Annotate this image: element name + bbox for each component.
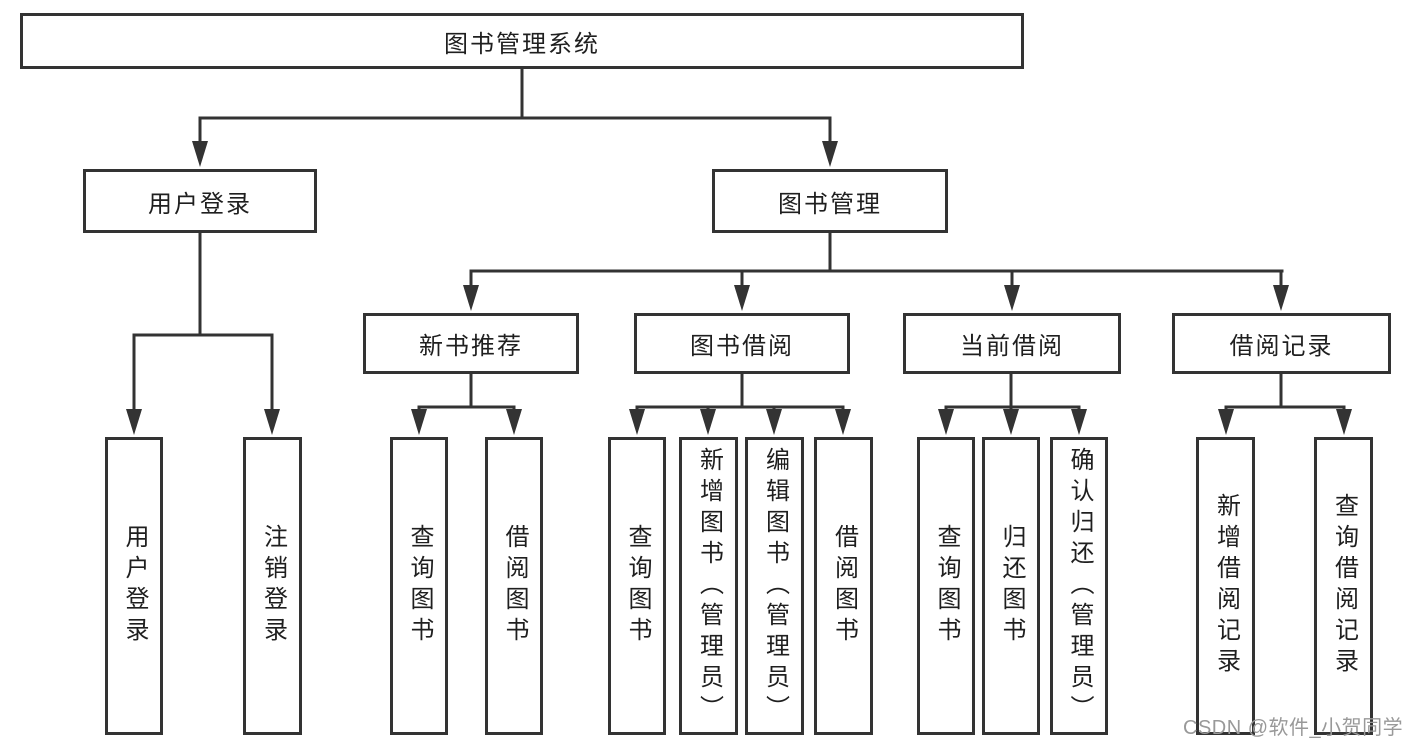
leaf-logout: 注销登录 [243, 437, 302, 735]
leaf-query-borrow-record: 查询借阅记录 [1314, 437, 1373, 735]
node-borrow-records: 借阅记录 [1172, 313, 1391, 374]
node-book-borrowing-label: 图书借阅 [690, 333, 794, 360]
node-book-management-label: 图书管理 [778, 190, 882, 218]
leaf-user-login: 用户登录 [105, 437, 163, 735]
arrowheads [126, 141, 1352, 435]
node-new-book-recommend: 新书推荐 [363, 313, 579, 374]
node-root-system: 图书管理系统 [20, 13, 1024, 69]
leaf-query-books-borrowing-label: 查询图书 [624, 524, 651, 648]
leaf-borrow-books-recommend-label: 借阅图书 [501, 524, 528, 648]
node-root-system-label: 图书管理系统 [444, 30, 600, 58]
leaf-query-borrow-record-label: 查询借阅记录 [1330, 493, 1358, 679]
leaf-borrow-books-borrowing-label: 借阅图书 [830, 524, 858, 648]
leaf-borrow-books-borrowing: 借阅图书 [814, 437, 873, 735]
leaf-query-books-current: 查询图书 [917, 437, 975, 735]
leaf-query-books-borrowing: 查询图书 [608, 437, 666, 735]
leaf-confirm-return-admin-label: 确认归还（管理员） [1066, 446, 1093, 726]
leaf-add-book-admin: 新增图书（管理员） [679, 437, 738, 735]
node-book-management: 图书管理 [712, 169, 948, 233]
leaf-return-book: 归还图书 [982, 437, 1040, 735]
leaf-query-books-recommend-label: 查询图书 [406, 524, 433, 648]
node-user-login-group-label: 用户登录 [148, 190, 252, 218]
leaf-add-borrow-record: 新增借阅记录 [1196, 437, 1255, 735]
leaf-logout-label: 注销登录 [259, 524, 287, 648]
leaf-borrow-books-recommend: 借阅图书 [485, 437, 543, 735]
leaf-query-books-current-label: 查询图书 [933, 524, 960, 648]
node-borrow-records-label: 借阅记录 [1229, 333, 1334, 360]
leaf-confirm-return-admin: 确认归还（管理员） [1050, 437, 1108, 735]
leaf-query-books-recommend: 查询图书 [390, 437, 448, 735]
node-current-borrowing: 当前借阅 [903, 313, 1121, 374]
node-new-book-recommend-label: 新书推荐 [419, 333, 523, 360]
leaf-add-book-admin-label: 新增图书（管理员） [695, 446, 723, 726]
node-current-borrowing-label: 当前借阅 [960, 333, 1064, 360]
leaf-user-login-label: 用户登录 [121, 524, 148, 648]
leaf-edit-book-admin-label: 编辑图书（管理员） [761, 446, 789, 726]
node-user-login-group: 用户登录 [83, 169, 317, 233]
tree-edges [132, 67, 1346, 414]
csdn-watermark: CSDN @软件_小贺同学 [1183, 717, 1404, 739]
leaf-edit-book-admin: 编辑图书（管理员） [745, 437, 804, 735]
node-book-borrowing: 图书借阅 [634, 313, 850, 374]
leaf-return-book-label: 归还图书 [998, 524, 1025, 648]
leaf-add-borrow-record-label: 新增借阅记录 [1212, 493, 1240, 679]
